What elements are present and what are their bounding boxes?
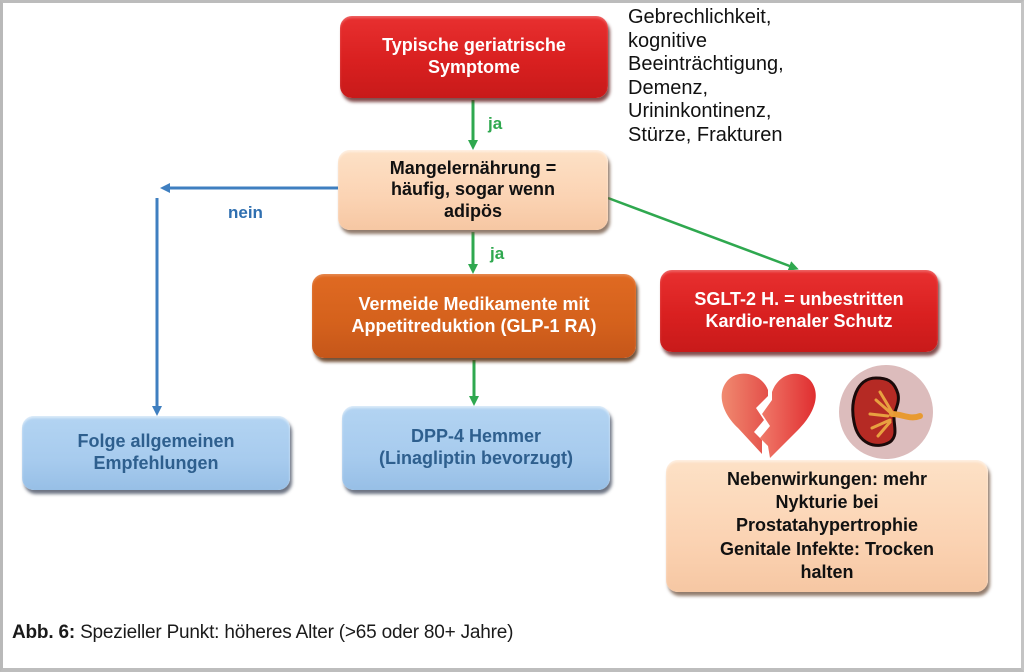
box-geriatric-symptoms: Typische geriatrische Symptome [340,16,608,98]
arrow-malnutrition-to-sglt2 [607,196,799,271]
box-general-recommendations: Folge allgemeinen Empfehlungen [22,416,290,490]
box-malnutrition: Mangelernährung = häufig, sogar wenn adi… [338,150,608,230]
box-sglt2: SGLT-2 H. = unbestritten Kardio-renaler … [660,270,938,352]
caption-label: Abb. 6: [12,622,75,643]
label-ja-2: ja [490,244,505,263]
label-ja-1: ja [488,114,503,133]
label-nein: nein [228,203,263,222]
figure-caption: Abb. 6: Spezieller Punkt: höheres Alter … [12,622,513,644]
box-dpp4: DPP-4 Hemmer (Linagliptin bevorzugt) [342,406,610,490]
box-side-effects: Nebenwirkungen: mehr Nykturie bei Prosta… [666,460,988,592]
box-avoid-medication: Vermeide Medikamente mit Appetitreduktio… [312,274,636,358]
broken-heart-icon [718,368,818,458]
kidney-icon [836,364,936,460]
caption-text: Spezieller Punkt: höheres Alter (>65 ode… [75,622,514,643]
symptom-list: Gebrechlichkeit, kognitive Beeinträchtig… [628,6,784,146]
